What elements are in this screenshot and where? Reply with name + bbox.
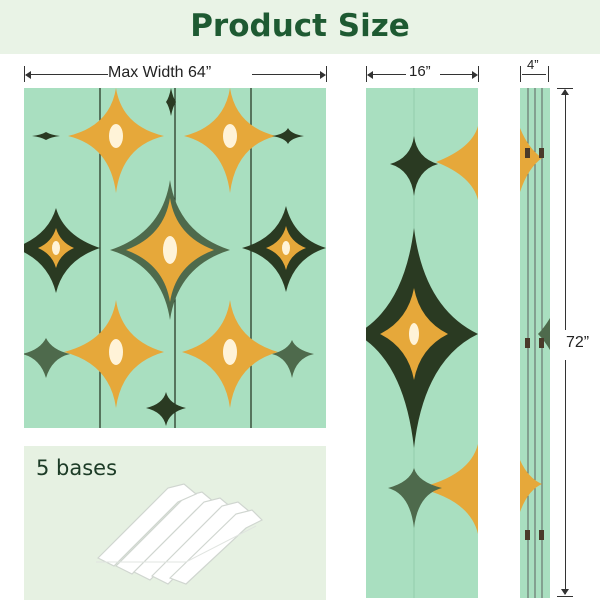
olive-star-center xyxy=(110,180,230,320)
dark-star-left xyxy=(24,208,100,293)
height-line-bottom xyxy=(565,360,566,594)
depth-tick-left xyxy=(520,66,521,82)
panel-width-tick-right xyxy=(478,66,479,82)
bases-illustration xyxy=(96,483,264,585)
folded-side-view xyxy=(520,88,550,598)
header-bar xyxy=(0,0,600,54)
dark-star-right xyxy=(242,206,326,292)
arrow-down-icon xyxy=(561,589,569,595)
arrow-up-icon xyxy=(561,89,569,95)
max-width-tick-left xyxy=(24,66,25,82)
height-line-top xyxy=(565,90,566,330)
page-title: Product Size xyxy=(190,8,410,44)
depth-tick-right xyxy=(548,66,549,82)
single-panel-view xyxy=(366,88,478,598)
height-label: 72” xyxy=(566,334,590,351)
depth-line xyxy=(522,74,546,75)
height-tick-top xyxy=(557,88,573,89)
gold-star-2 xyxy=(184,88,276,193)
max-width-tick-right xyxy=(326,66,327,82)
max-width-line-left xyxy=(26,74,108,75)
arrow-left-icon xyxy=(367,71,373,79)
bases-label: 5 bases xyxy=(36,456,118,480)
panel-width-line-left xyxy=(368,74,406,75)
room-divider-front-view xyxy=(24,88,326,428)
gold-star-1 xyxy=(68,88,164,193)
panel-width-line-right xyxy=(440,74,476,75)
depth-label: 4” xyxy=(527,57,539,72)
panel-width-label: 16” xyxy=(409,63,431,80)
max-width-label: Max Width 64” xyxy=(108,64,212,81)
arrow-left-icon xyxy=(25,71,31,79)
arrow-right-icon xyxy=(472,71,478,79)
arrow-right-icon xyxy=(320,71,326,79)
panel-width-tick-left xyxy=(366,66,367,82)
gold-star-4 xyxy=(182,300,278,408)
max-width-line-right xyxy=(252,74,324,75)
gold-star-3 xyxy=(64,300,164,408)
height-tick-bottom xyxy=(557,596,573,597)
